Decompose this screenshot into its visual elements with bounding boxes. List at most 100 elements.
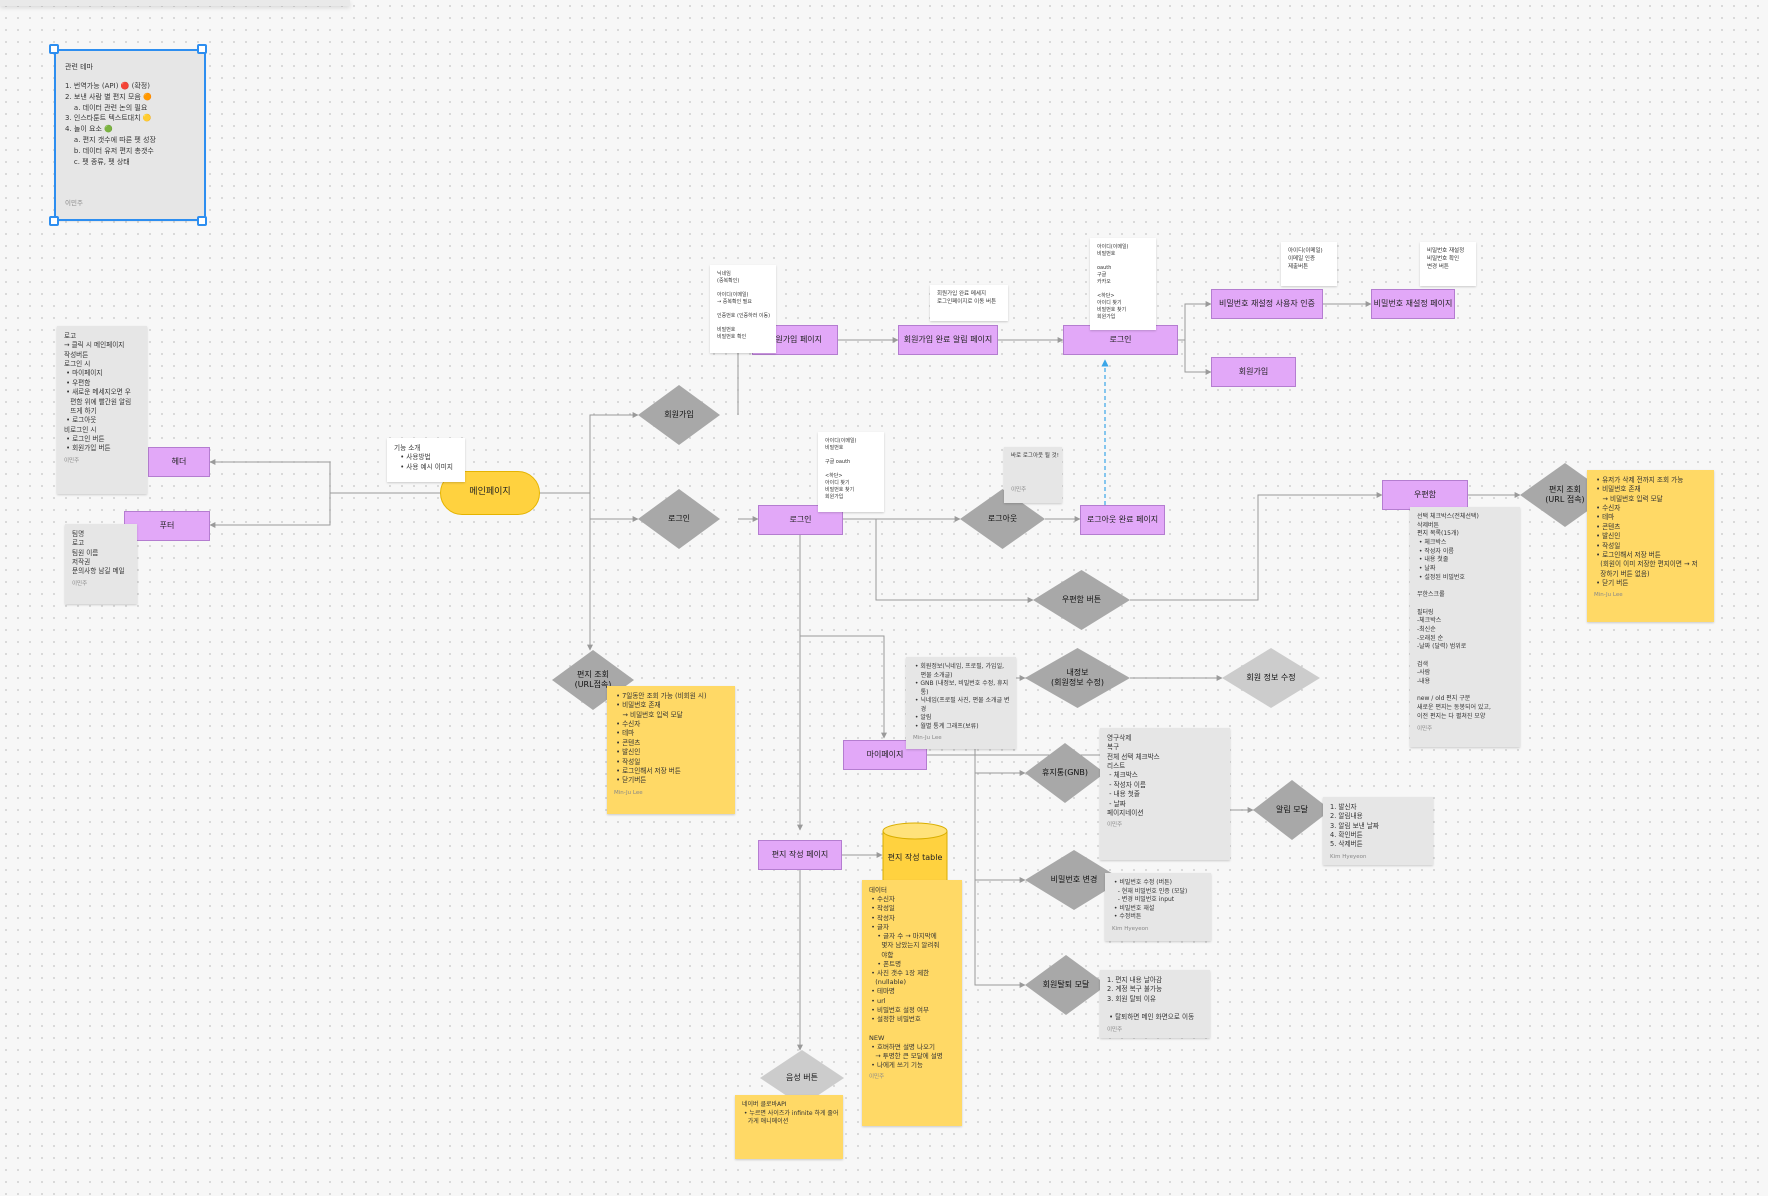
note-line: 작성버튼 [64,350,89,359]
note-line: 편함 위에 빨간원 알림 [64,397,132,406]
note-line: • 로그인해서 저장 버튼 [1594,550,1661,559]
note-line: • 로그인 버튼 [64,434,105,443]
sticky-signup-spec[interactable]: 닉네임(중복확인) 아이디(이메일)→ 중복확인 필요 인증번호 (인증하러 이… [710,265,776,353]
note-line: • 탈퇴하면 메인 화면으로 이동 [1107,1013,1195,1022]
decision-voice-button[interactable]: 음성 버튼 [760,1050,844,1106]
decision-pw-change[interactable]: 비밀번호 변경 [1025,850,1123,910]
decision-my-info[interactable]: 내정보 (회원정보 수정) [1025,648,1130,708]
sticky-voice-spec[interactable]: 네이버 클로바API • 누르면 사이즈가 infinite 하게 줄어 가게 … [735,1095,843,1159]
resize-handle-bl[interactable] [49,216,59,226]
footer-node[interactable]: 푸터 [124,511,210,541]
sticky-main-feature[interactable]: 기능 소개 • 사용방법 • 사용 예시 이미지 [387,438,465,482]
sticky-logout-spec[interactable]: 바로 로그아웃 될 것! 이민주 [1004,447,1062,503]
sticky-db-spec[interactable]: 데이터 • 수신자 • 작성일 • 작성자 • 글자 • 글자 수 → 마지막에… [862,880,962,1126]
note-line: • 수신자 [869,895,895,904]
note-line: • 글자 수 → 마지막에 [869,932,937,941]
letter-write-node[interactable]: 편지 작성 페이지 [758,840,842,870]
note-line: a. 데이터 관련 논의 필요 [65,103,148,112]
note-line: • 우편함 [64,378,91,387]
note-line: 1. 발신자 [1330,803,1357,811]
resize-handle-tl[interactable] [49,44,59,54]
sticky-idea-theme[interactable]: 관련 테마 1. 번역가능 (API) 🔴 (확정)2. 보낸 사람 별 편지 … [55,50,205,220]
note-line: • 비밀번호 존재 [1594,485,1641,494]
sticky-letter-view-2-spec[interactable]: • 유저가 삭제 전까지 조회 가능 • 비밀번호 존재 → 비밀번호 입력 모… [1587,470,1714,622]
decision-logout[interactable]: 로그아웃 [960,489,1045,549]
note-line: 전체 선택 체크박스 [1107,752,1160,761]
decision-mailbox-button[interactable]: 우편함 버튼 [1033,570,1130,630]
main-feature-list: 기능 소개 • 사용방법 • 사용 예시 이미지 [394,444,458,472]
note-line [1417,583,1513,592]
edge-login-signup2 [1178,339,1212,375]
note-line: 선택 체크박스(전체선택) [1417,513,1479,520]
header-node[interactable]: 헤더 [148,447,210,477]
db-spec-list: 데이터 • 수신자 • 작성일 • 작성자 • 글자 • 글자 수 → 마지막에… [869,886,955,1070]
note-line: • 폰트명 [869,959,902,968]
note-line: • 글자 [869,922,889,931]
login-page-node[interactable]: 로그인 [758,505,843,535]
edge-mypage-trash [925,754,1026,776]
note-line: 아이디 찾기 [825,480,850,486]
logout-done-label: 로그아웃 완료 페이지 [1086,515,1159,524]
note-line: 비밀번호 찾기 [1097,307,1127,313]
mailbox-node[interactable]: 우편함 [1382,480,1468,510]
signup-page-label: 회원가입 페이지 [767,335,823,344]
signup-spec-list: 닉네임(중복확인) 아이디(이메일)→ 중복확인 필요 인증번호 (인증하러 이… [717,271,770,341]
signup2-node[interactable]: 회원가입 [1211,357,1296,387]
decision-voice-button-label: 음성 버튼 [786,1073,818,1082]
note-line: • 작성일 [614,757,641,766]
note-line: 영구삭제 [1107,734,1132,742]
note-line: • 로그아웃 [64,416,97,425]
note-line: 비밀번호 [1097,251,1116,257]
decision-alarm-modal[interactable]: 알림 모달 [1253,780,1331,840]
letter-view-2-spec-list: • 유저가 삭제 전까지 조회 가능 • 비밀번호 존재 → 비밀번호 입력 모… [1594,476,1707,588]
logout-done-node[interactable]: 로그아웃 완료 페이지 [1080,505,1165,535]
signup-done-node[interactable]: 회원가입 완료 알림 페이지 [898,325,998,355]
decision-trash[interactable]: 휴지통(GNB) [1025,743,1105,803]
decision-member-info-edit-shape [1222,648,1320,708]
note-line: • url [869,996,886,1005]
note-line: - 체크박스 [1107,771,1138,780]
sticky-pw-change-spec[interactable]: • 비밀번호 수정 (버튼) - 현재 비밀번호 인증 (모달) - 변경 비밀… [1105,873,1211,941]
login-node-label: 로그인 [1109,335,1132,344]
decision-pw-change-label: 비밀번호 변경 [1050,875,1098,884]
sticky-letter-view-spec[interactable]: • 7일동안 조회 가능 (비회원 시) • 비밀번호 존재 → 비밀번호 입력… [607,686,735,814]
edge-mypage-pwchange [974,773,1026,883]
note-line: 필터링 [1417,608,1434,616]
note-line: 로그인 시 [64,360,91,369]
edge-mailboxbtn-mailbox [1130,492,1383,601]
login-node[interactable]: 로그인 [1063,325,1178,355]
note-line: • 작성자 [869,913,895,922]
pw-reset-page-node[interactable]: 비밀번호 재설정 페이지 [1371,289,1455,319]
pw-reset-auth-node[interactable]: 비밀번호 재설정 사용자 인증 [1211,289,1323,319]
note-line: • 누르면 사이즈가 infinite 하게 줄어 [742,1109,839,1117]
decision-my-info-label: 내정보 (회원정보 수정) [1051,668,1104,687]
header-spec-author: 이민주 [64,457,80,464]
note-line [1097,258,1149,265]
edge-login-pwauth [1178,301,1212,341]
decision-login[interactable]: 로그인 [638,489,720,549]
resize-handle-tr[interactable] [197,44,207,54]
decision-withdraw[interactable]: 회원탈퇴 모달 [1025,955,1107,1015]
decision-signup[interactable]: 회원가입 [638,385,720,445]
resize-handle-br[interactable] [197,216,207,226]
note-line: 카카오 [1097,279,1111,285]
sticky-mypage-spec[interactable]: • 회원정보(닉네임, 프로필, 가입일, 편물 소개글) • GNB (내정보… [906,657,1016,749]
alarm-spec-author: Kim Hyeyeon [1330,853,1367,860]
pw-change-spec-author: Kim Hyeyeon [1112,925,1149,932]
decision-member-info-edit[interactable]: 회원 정보 수정 [1222,648,1320,708]
note-line: 구글 oauth [825,459,851,465]
note-line: 팀명 [72,530,85,538]
note-line: • 테마 [1594,513,1615,522]
